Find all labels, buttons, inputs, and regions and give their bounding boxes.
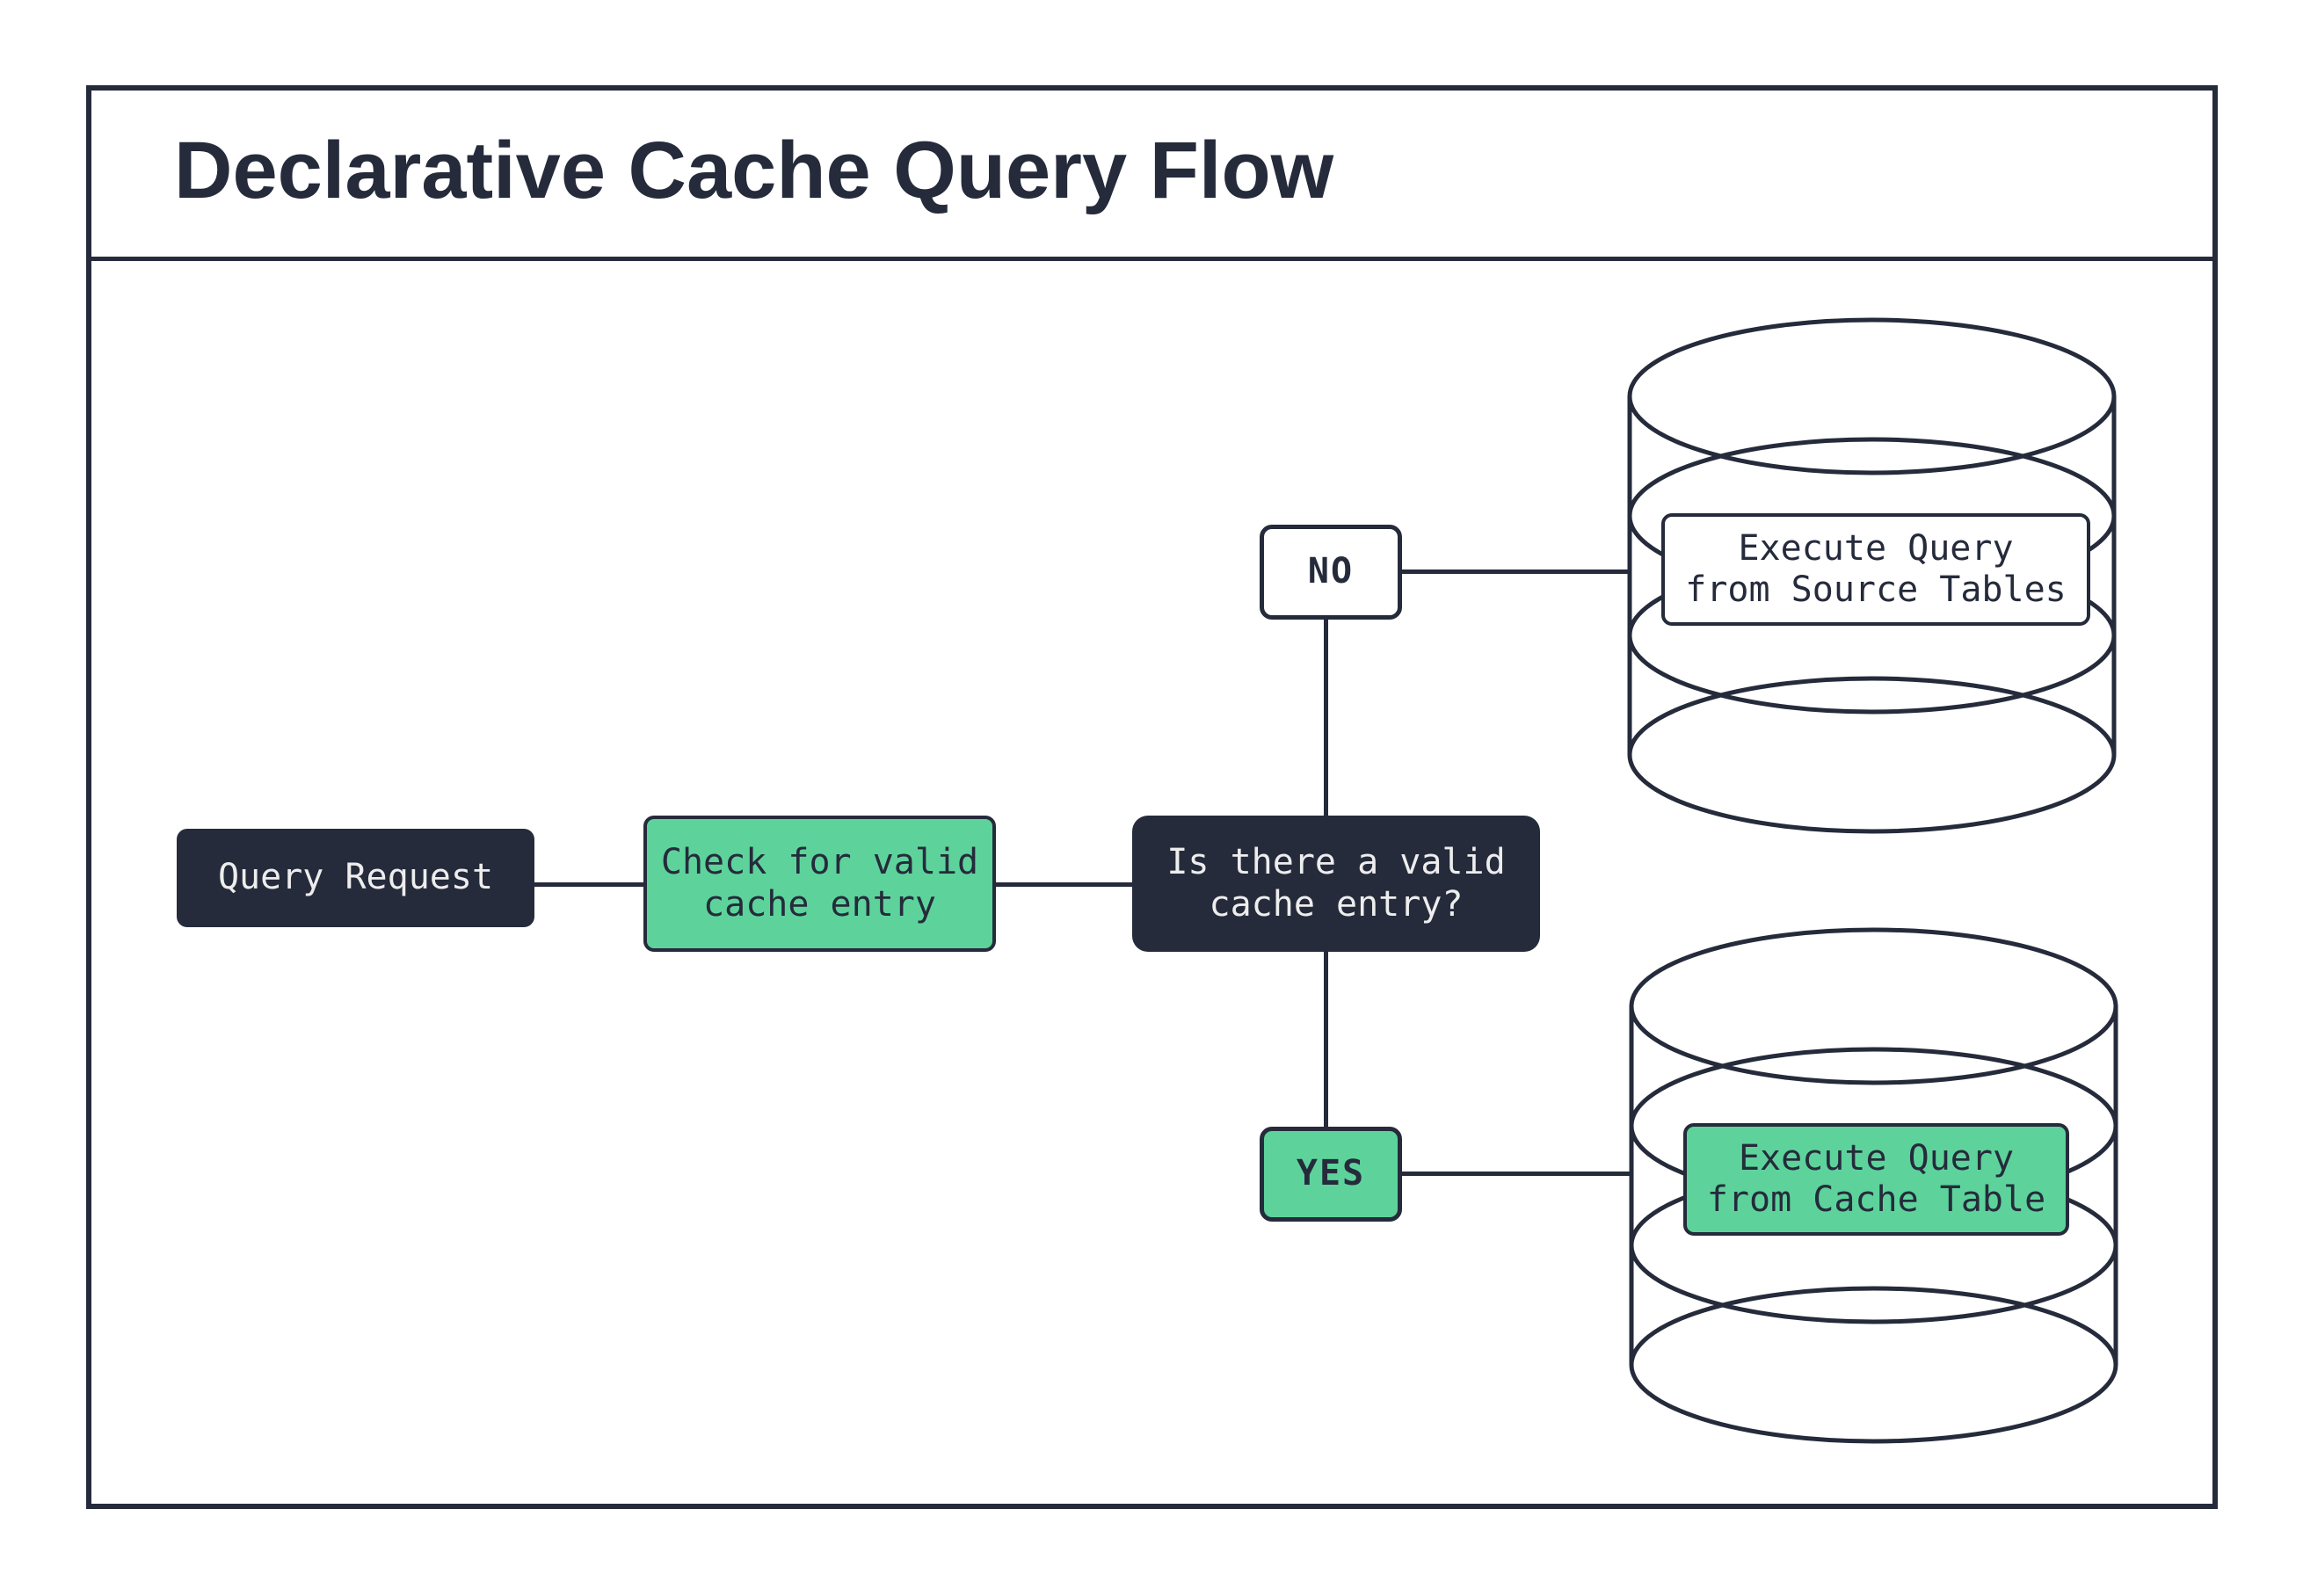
connector-yes-to-cache-db [1402, 1172, 1631, 1176]
branch-label-yes: YES [1260, 1127, 1402, 1222]
connector-query-to-check [534, 882, 643, 887]
title-bar: Declarative Cache Query Flow [86, 85, 2218, 261]
page-title: Declarative Cache Query Flow [174, 126, 1334, 215]
connector-check-to-decision [996, 882, 1132, 887]
connector-decision-to-no [1324, 620, 1328, 816]
node-check-cache-entry: Check for valid cache entry [643, 816, 996, 952]
node-query-request: Query Request [177, 829, 534, 927]
branch-label-no: NO [1260, 525, 1402, 620]
node-execute-query-source-tables: Execute Query from Source Tables [1661, 513, 2090, 626]
connector-no-to-source-db [1402, 569, 1630, 574]
diagram-frame [86, 85, 2218, 1509]
connector-decision-to-yes [1324, 952, 1328, 1127]
node-valid-cache-decision: Is there a valid cache entry? [1132, 816, 1540, 952]
node-execute-query-cache-table: Execute Query from Cache Table [1683, 1123, 2069, 1236]
